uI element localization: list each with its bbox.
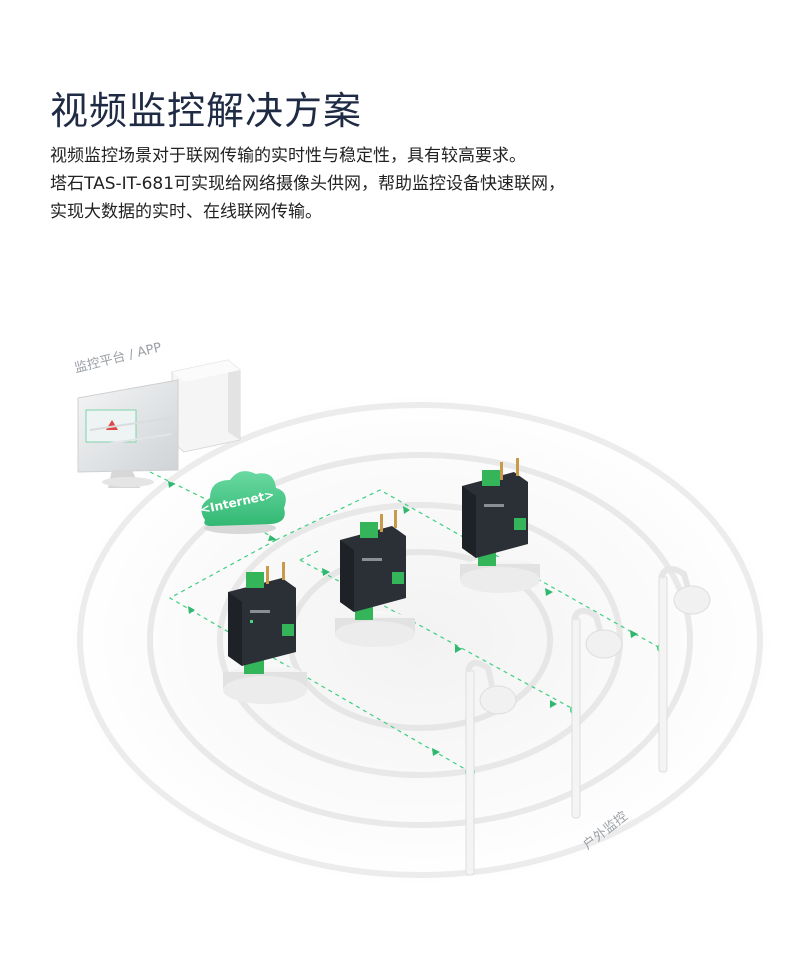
- monitor-platform: [77, 359, 241, 488]
- description-line-3: 实现大数据的实时、在线联网传输。: [50, 202, 322, 222]
- page-title: 视频监控解决方案: [50, 89, 363, 133]
- pc-tower: [171, 359, 241, 453]
- pole-camera-2: [571, 607, 623, 819]
- gateway-device-1: [223, 562, 307, 704]
- description-line-1: 视频监控场景对于联网传输的实时性与稳定性，具有较高要求。: [50, 146, 526, 166]
- cloud-icon: <Internet>: [199, 471, 286, 534]
- pole-camera-3: [658, 565, 711, 773]
- description-line-2: 塔石TAS-IT-681可实现给网络摄像头供网，帮助监控设备快速联网，: [50, 174, 566, 194]
- monitor: [77, 379, 179, 488]
- gateway-device-2: [335, 510, 415, 647]
- gateway-device-3: [460, 458, 540, 593]
- connection-lines: [149, 471, 661, 773]
- pole-camera-1: [465, 659, 517, 876]
- description: 视频监控场景对于联网传输的实时性与稳定性，具有较高要求。 塔石TAS-IT-68…: [50, 142, 750, 226]
